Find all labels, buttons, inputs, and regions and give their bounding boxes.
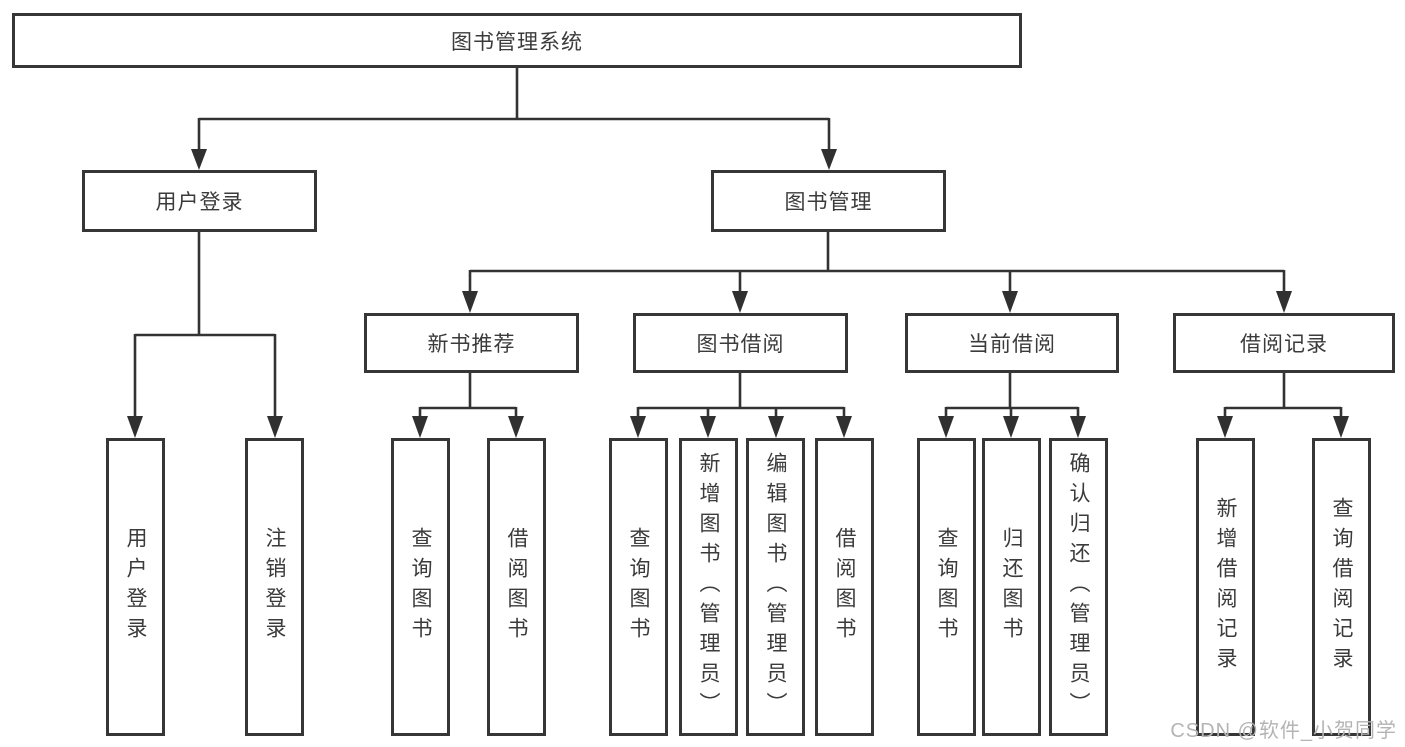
node-book-borrowing-label: 图书借阅	[696, 333, 785, 356]
leaf-edit-book-admin: 编辑图书（管理员）	[746, 438, 805, 736]
leaf-query-books-recommend: 查询图书	[391, 438, 450, 736]
leaf-confirm-return-admin-label: 确认归还（管理员）	[1067, 452, 1090, 722]
leaf-borrow-books-recommend: 借阅图书	[487, 438, 546, 736]
leaf-add-book-admin-label: 新增图书（管理员）	[697, 452, 720, 722]
leaf-return-books: 归还图书	[982, 438, 1041, 736]
node-book-management-label: 图书管理	[784, 191, 873, 214]
leaf-return-books-label: 归还图书	[1000, 527, 1023, 647]
leaf-confirm-return-admin: 确认归还（管理员）	[1049, 438, 1108, 736]
leaf-logout: 注销登录	[245, 438, 304, 736]
leaf-query-books-recommend-label: 查询图书	[409, 527, 432, 647]
node-current-borrowing: 当前借阅	[905, 313, 1119, 373]
leaf-query-books-current: 查询图书	[917, 438, 976, 736]
node-root-label: 图书管理系统	[451, 30, 583, 54]
node-user-login-label: 用户登录	[155, 191, 244, 214]
leaf-edit-book-admin-label: 编辑图书（管理员）	[764, 452, 787, 722]
leaf-user-login: 用户登录	[106, 438, 165, 736]
leaf-borrow-books-label: 借阅图书	[833, 527, 856, 647]
node-new-book-recommend: 新书推荐	[364, 313, 579, 373]
node-new-book-recommend-label: 新书推荐	[427, 333, 516, 356]
node-current-borrowing-label: 当前借阅	[968, 333, 1056, 356]
leaf-query-books-borrowing-label: 查询图书	[627, 527, 650, 647]
leaf-borrow-books: 借阅图书	[815, 438, 874, 736]
node-book-management: 图书管理	[711, 170, 946, 232]
leaf-add-borrow-record-label: 新增借阅记录	[1214, 497, 1237, 677]
leaf-borrow-books-recommend-label: 借阅图书	[505, 527, 528, 647]
leaf-query-borrow-record: 查询借阅记录	[1312, 438, 1371, 736]
arrowheads	[127, 149, 1349, 438]
leaf-user-login-label: 用户登录	[124, 527, 147, 647]
leaf-add-borrow-record: 新增借阅记录	[1196, 438, 1255, 736]
node-borrowing-records-label: 借阅记录	[1240, 333, 1328, 356]
node-user-login: 用户登录	[82, 170, 317, 232]
csdn-watermark: CSDN @软件_小贺同学	[1170, 720, 1397, 742]
node-root-system: 图书管理系统	[12, 13, 1022, 68]
leaf-logout-label: 注销登录	[263, 527, 286, 647]
leaf-query-borrow-record-label: 查询借阅记录	[1330, 497, 1353, 677]
node-book-borrowing: 图书借阅	[633, 313, 848, 373]
leaf-query-books-current-label: 查询图书	[935, 527, 958, 647]
leaf-add-book-admin: 新增图书（管理员）	[679, 438, 738, 736]
leaf-query-books-borrowing: 查询图书	[609, 438, 668, 736]
node-borrowing-records: 借阅记录	[1173, 313, 1395, 373]
